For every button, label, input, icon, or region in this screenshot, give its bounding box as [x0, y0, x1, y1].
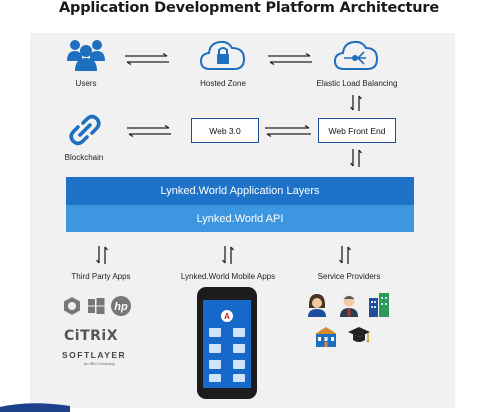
- svg-text:hp: hp: [114, 301, 128, 313]
- graduation-cap-icon: [348, 327, 370, 343]
- cloud-lock-icon: [199, 40, 246, 70]
- elastic-lb-label: Elastic Load Balancing: [316, 79, 398, 88]
- load-balancer-cloud-icon: [333, 40, 379, 70]
- decorative-stripe: [0, 403, 70, 412]
- vertical-double-arrow-icon: [350, 95, 362, 111]
- school-building-icon: [315, 327, 337, 347]
- hosted-zone-label: Hosted Zone: [200, 79, 246, 88]
- ibm-company-tagline: an IBM Company: [84, 361, 115, 366]
- citrix-logo: CiTRiX: [64, 328, 118, 344]
- chrome-icon: [64, 297, 80, 315]
- third-party-label: Third Party Apps: [71, 272, 131, 281]
- hp-icon: hp: [111, 296, 131, 316]
- diagram-title: Application Development Platform Archite…: [59, 0, 440, 16]
- blockchain-label: Blockchain: [64, 153, 104, 162]
- softlayer-logo: SOFTLAYER: [62, 350, 127, 360]
- windows-icon: [88, 298, 105, 314]
- application-layers-band: Lynked.World Application Layers: [66, 177, 414, 205]
- double-arrow-icon: [125, 53, 169, 65]
- chain-link-icon: [69, 114, 101, 146]
- vertical-double-arrow-icon: [339, 246, 351, 264]
- app-grid-icon: A: [209, 310, 245, 382]
- double-arrow-icon: [265, 125, 311, 137]
- vertical-double-arrow-icon: [350, 149, 362, 167]
- vertical-double-arrow-icon: [222, 246, 234, 264]
- web-front-end-box: Web Front End: [318, 118, 396, 143]
- businessman-avatar-icon: [340, 295, 358, 317]
- users-label: Users: [75, 79, 97, 88]
- double-arrow-icon: [127, 125, 171, 137]
- svg-text:A: A: [224, 312, 230, 321]
- woman-avatar-icon: [308, 294, 326, 317]
- mobile-apps-label: Lynked.World Mobile Apps: [180, 272, 276, 281]
- vertical-double-arrow-icon: [96, 246, 108, 264]
- service-providers-label: Service Providers: [317, 272, 381, 281]
- users-icon: [67, 40, 105, 71]
- web3-box: Web 3.0: [191, 118, 259, 143]
- api-band: Lynked.World API: [66, 205, 414, 232]
- office-building-icon: [369, 293, 389, 317]
- double-arrow-icon: [268, 53, 312, 65]
